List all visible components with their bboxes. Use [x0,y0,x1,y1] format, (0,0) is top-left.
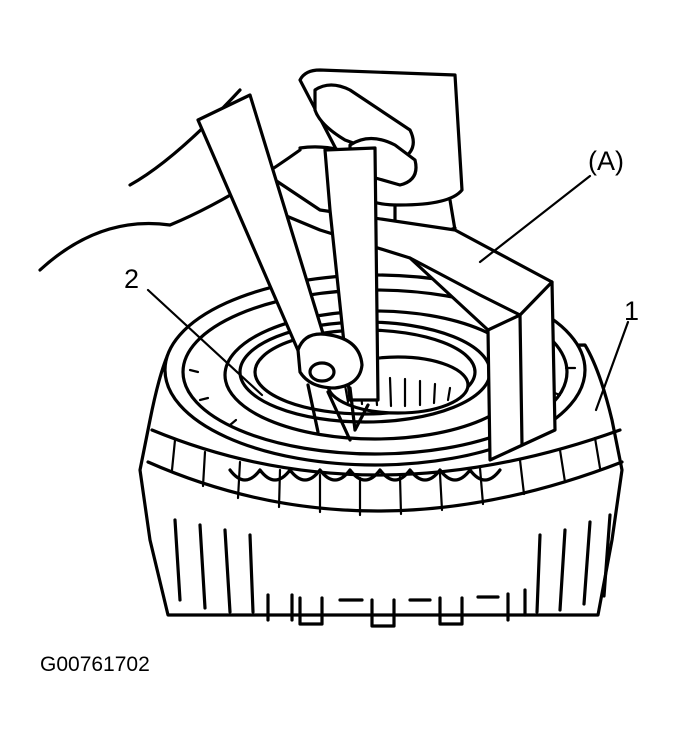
snap-ring-pliers [196,93,380,442]
callout-label-clutch-assembly: 1 [624,296,640,326]
callout-label-snap-ring: 2 [124,264,140,294]
figure-id: G00761702 [40,653,150,676]
leader-line-clutch-assembly [594,320,630,412]
leader-line-tool [478,174,592,264]
callout-label-tool: (A) [588,146,624,176]
leader-lines [146,174,630,412]
leader-line-snap-ring [146,288,264,397]
